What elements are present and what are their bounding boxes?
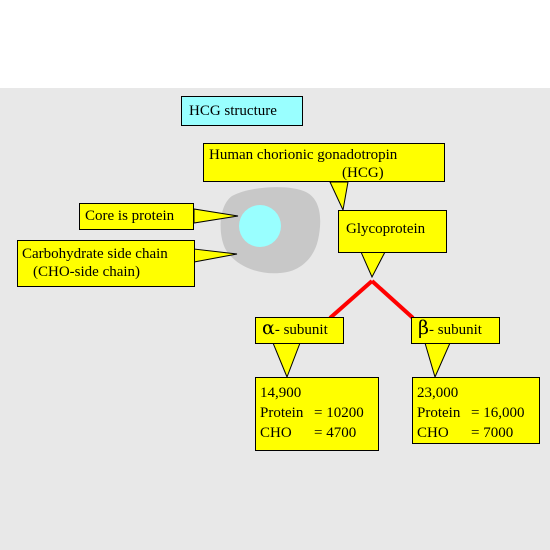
glycoprotein-callout: Glycoprotein [338, 210, 447, 253]
beta-cho-label: CHO [417, 425, 449, 441]
beta-weight: 23,000 [417, 385, 459, 401]
alpha-weight: 14,900 [260, 385, 302, 401]
alpha-cho-row: CHO = 4700 [260, 423, 378, 443]
alpha-cho-value: = 4700 [314, 425, 357, 441]
branch-line-alpha [328, 279, 374, 320]
beta-subunit-callout: β- subunit [411, 317, 500, 344]
hcg-callout-pointer [329, 181, 349, 212]
title-text: HCG structure [189, 103, 277, 119]
beta-cho-row: CHO = 7000 [417, 423, 539, 443]
hcg-abbrev-text: (HCG) [342, 165, 384, 181]
beta-protein-row: Protein = 16,000 [417, 403, 539, 423]
cho-callout: Carbohydrate side chain (CHO-side chain) [17, 240, 195, 287]
beta-callout-pointer [424, 342, 451, 379]
cho-line2: (CHO-side chain) [33, 264, 141, 280]
beta-subunit-text: - subunit [428, 322, 482, 338]
alpha-cho-label: CHO [260, 425, 292, 441]
core-callout: Core is protein [79, 203, 194, 230]
alpha-callout-pointer [272, 342, 301, 379]
protein-core [239, 205, 281, 247]
title-label: HCG structure [181, 96, 303, 126]
cho-line1: Carbohydrate side chain [22, 246, 168, 262]
glyco-callout-pointer [360, 251, 386, 279]
core-text: Core is protein [85, 208, 175, 224]
beta-cho-value: = 7000 [471, 425, 514, 441]
alpha-data-box: 14,900 Protein = 10200 CHO = 4700 [255, 377, 379, 451]
glycoprotein-text: Glycoprotein [346, 221, 426, 237]
hcg-name-text: Human chorionic gonadotropin [209, 147, 398, 163]
alpha-symbol: α [262, 317, 275, 339]
alpha-protein-value: = 10200 [314, 405, 364, 421]
alpha-protein-row: Protein = 10200 [260, 403, 378, 423]
branch-line-beta [370, 279, 415, 320]
alpha-subunit-callout: α- subunit [255, 317, 344, 344]
alpha-subunit-text: - subunit [274, 322, 328, 338]
beta-symbol: β [418, 317, 429, 339]
hcg-callout: Human chorionic gonadotropin (HCG) [203, 143, 445, 182]
beta-data-box: 23,000 Protein = 16,000 CHO = 7000 [412, 377, 540, 444]
beta-protein-label: Protein [417, 405, 461, 421]
alpha-protein-label: Protein [260, 405, 304, 421]
beta-protein-value: = 16,000 [471, 405, 525, 421]
core-callout-pointer [193, 208, 239, 224]
